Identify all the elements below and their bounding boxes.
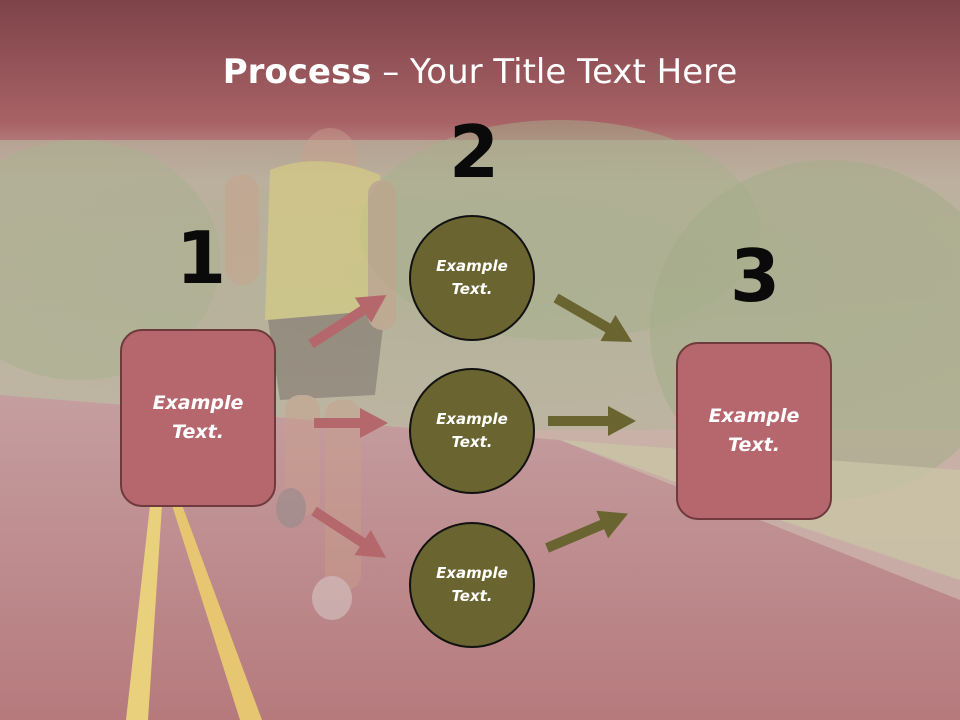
arrow-to-circle-1 [308, 294, 387, 349]
arrow-to-circle-2 [314, 408, 388, 438]
circle-node-2[interactable]: Example Text. [409, 368, 535, 494]
arrow-from-circle-1 [553, 293, 633, 342]
arrow-from-circle-3 [545, 510, 629, 553]
circle-3-label: Example Text. [436, 564, 508, 605]
circle-node-1[interactable]: Example Text. [409, 215, 535, 341]
slide-title: Process – Your Title Text Here [0, 52, 960, 92]
left-box-label: Example Text. [152, 392, 244, 443]
arrow-to-circle-3 [311, 506, 387, 558]
step-number-2: 2 [449, 110, 500, 194]
circle-2-label: Example Text. [436, 410, 508, 451]
title-rest: – Your Title Text Here [371, 52, 738, 92]
step-number-1: 1 [176, 216, 227, 300]
right-arrows [545, 293, 636, 553]
arrow-from-circle-2 [548, 406, 636, 436]
left-text-box[interactable]: Example Text. [120, 329, 276, 507]
step-number-3: 3 [730, 234, 781, 318]
right-box-label: Example Text. [708, 405, 800, 456]
circle-1-label: Example Text. [436, 257, 508, 298]
right-text-box[interactable]: Example Text. [676, 342, 832, 520]
circle-node-3[interactable]: Example Text. [409, 522, 535, 648]
left-arrows [308, 294, 388, 558]
title-bold: Process [222, 52, 372, 92]
